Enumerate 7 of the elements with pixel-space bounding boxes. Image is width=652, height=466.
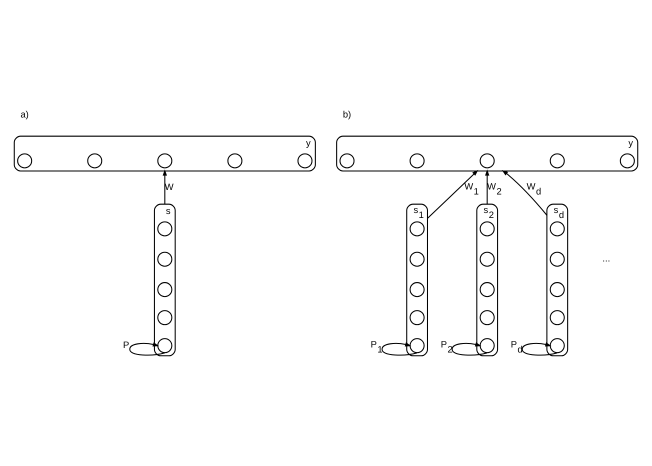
label: ... bbox=[602, 254, 610, 264]
node-label: y bbox=[628, 138, 634, 148]
node-label: y bbox=[306, 138, 311, 148]
label: b) bbox=[342, 110, 352, 120]
edge-label: P bbox=[123, 340, 130, 350]
label: a) bbox=[20, 110, 29, 120]
node-label: s bbox=[166, 206, 171, 216]
